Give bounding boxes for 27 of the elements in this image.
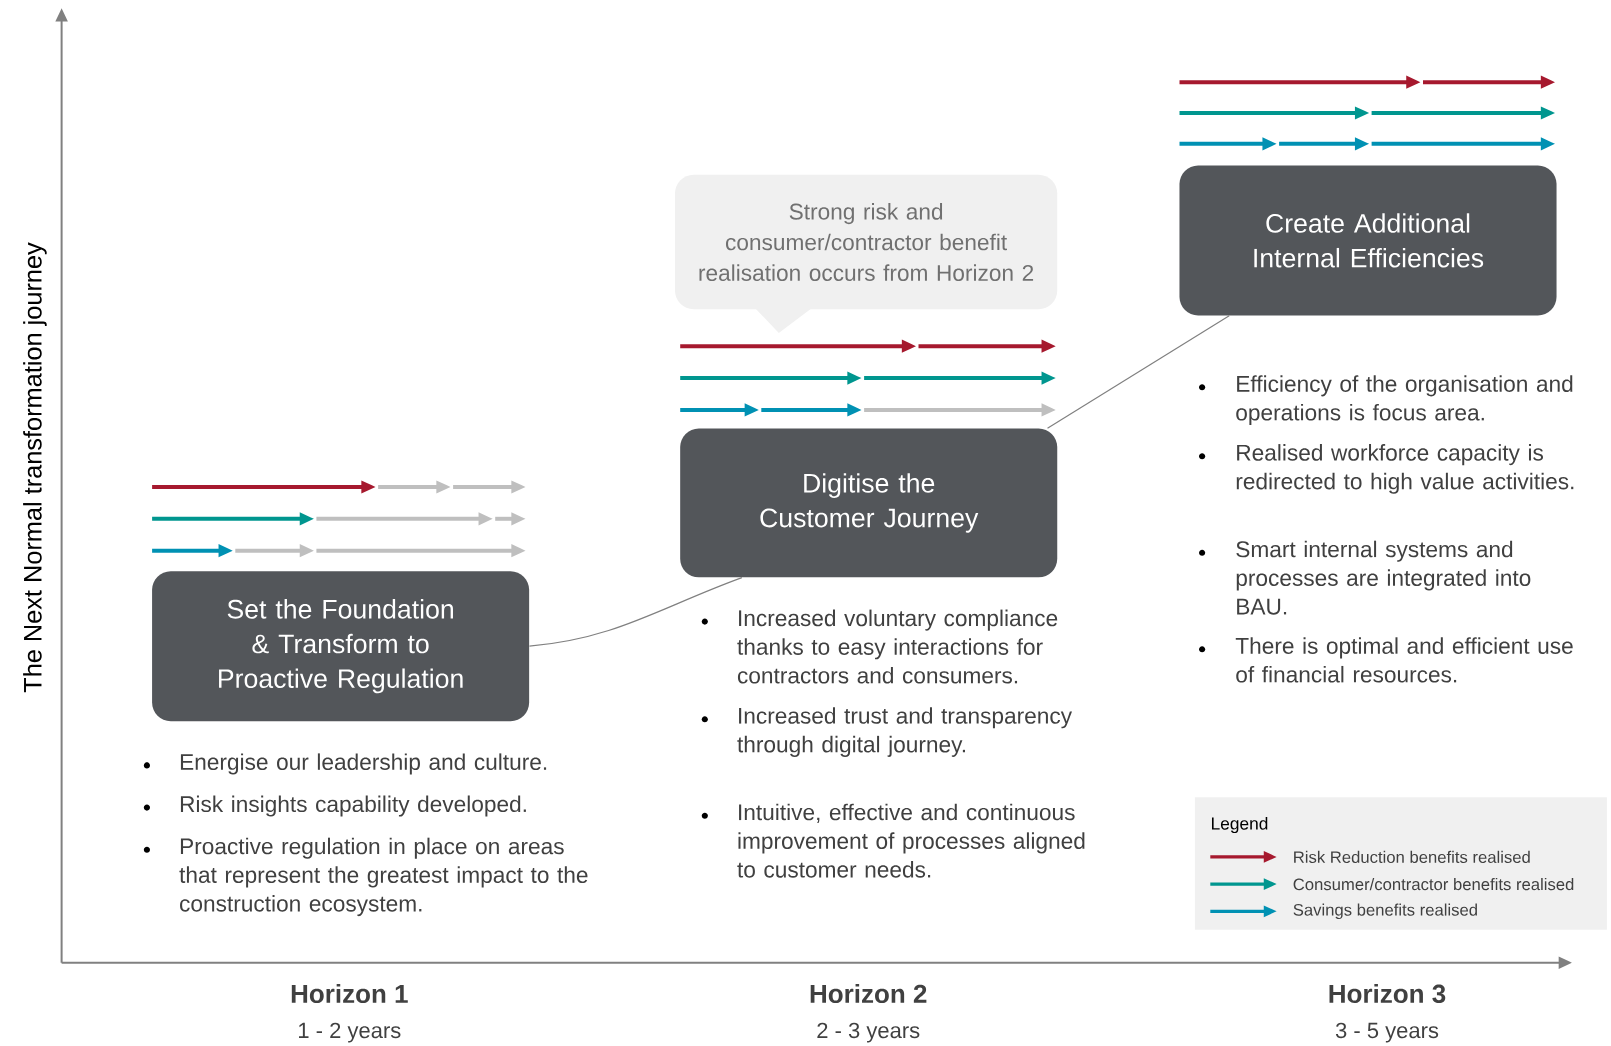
bullet-item: Increased trust and transparency through digital journey. (701, 707, 1072, 757)
stage-box: Set the Foundation & Transform to Proactive Regulation (152, 571, 530, 722)
horizon-duration: 1 - 2 years (299, 1022, 401, 1043)
legend-label: Risk Reduction benefits realised (1294, 850, 1530, 863)
legend-label: Consumer/contractor benefits realised (1293, 877, 1574, 891)
connector-line (528, 577, 743, 647)
axis-title: The Next Normal transformation journey (23, 242, 47, 693)
bullet-item: Energise our leadership and culture. (143, 753, 547, 775)
legend-label: Savings benefits realised (1293, 903, 1477, 920)
bullet-item: Proactive regulation in place on areas that represent the greatest impact to the construction ecosystem. (143, 837, 588, 917)
horizon-duration: 3 - 5 years (1335, 1022, 1439, 1043)
horizon-title: Horizon 2 (810, 983, 927, 1004)
horizon-title: Horizon 3 (1329, 983, 1446, 1004)
bullet-item: Realised workforce capacity is redirected to high value activities. (1199, 444, 1574, 494)
bullet-item: There is optimal and efficient use of financial resources. (1199, 637, 1573, 683)
bullet-item: Intuitive, effective and continuous improvement of processes aligned to customer needs. (701, 803, 1085, 878)
horizon-duration: 2 - 3 years (817, 1022, 920, 1043)
connector-line (1046, 315, 1230, 429)
bullet-item: Smart internal systems and processes are integrated into BAU. (1199, 540, 1531, 615)
horizon-title: Horizon 1 (291, 983, 408, 1004)
bullet-item: Increased voluntary compliance thanks to easy interactions for contractors and consumers. (701, 609, 1058, 684)
stage-box: Digitise the Customer Journey (680, 428, 1058, 578)
bullet-item: Efficiency of the organisation and operations is focus area. (1199, 375, 1573, 426)
bullet-item: Risk insights capability developed. (143, 795, 526, 817)
legend-title: Legend (1212, 816, 1268, 834)
speech-bubble: Strong risk and consumer/contractor benefit realisation occurs from Horizon 2 (674, 174, 1058, 333)
stage-box: Create Additional Internal Efficiencies (1179, 165, 1557, 316)
